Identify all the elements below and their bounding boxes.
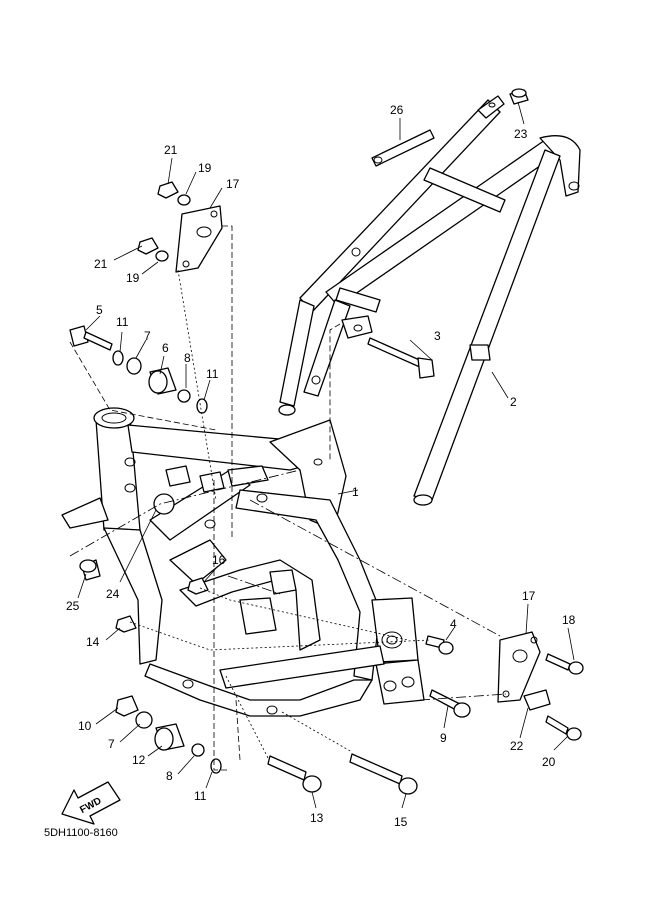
rubber-plug-part	[509, 88, 529, 105]
rear-engine-bracket	[497, 631, 584, 741]
callout-21a: 21	[164, 143, 178, 157]
callout-8b: 8	[166, 769, 173, 783]
callout-17a: 17	[226, 177, 240, 191]
callout-labels: 1 2 3 4 5 6 7 7 8 8 9 10 11 11 11 12 13 …	[66, 103, 576, 829]
callout-11a: 11	[116, 315, 129, 329]
nut-washer-set-upper	[137, 181, 191, 262]
callout-4: 4	[450, 617, 457, 631]
callout-25: 25	[66, 599, 80, 613]
callout-7b: 7	[108, 737, 115, 751]
main-frame	[61, 407, 425, 717]
callout-19b: 19	[126, 271, 140, 285]
assembly-lines	[69, 225, 507, 771]
callout-7a: 7	[144, 329, 151, 343]
seat-strap-part	[371, 129, 435, 167]
callout-20: 20	[542, 755, 556, 769]
callout-22: 22	[510, 739, 524, 753]
callout-9: 9	[440, 731, 447, 745]
callout-2: 2	[510, 395, 517, 409]
callout-11c: 11	[194, 789, 207, 803]
lower-mount-hardware	[115, 337, 471, 795]
callout-23: 23	[514, 127, 528, 141]
callout-6: 6	[162, 341, 169, 355]
callout-8a: 8	[184, 351, 191, 365]
callout-26: 26	[390, 103, 404, 117]
callout-11b: 11	[206, 367, 219, 381]
diagram-code: 5DH1100-8160	[44, 827, 118, 839]
callout-5: 5	[96, 303, 103, 317]
callout-12: 12	[132, 753, 146, 767]
callout-21b: 21	[94, 257, 108, 271]
upper-engine-bracket	[175, 205, 223, 273]
fwd-arrow-icon: FWD	[61, 781, 121, 825]
callout-10: 10	[78, 719, 92, 733]
rear-subframe	[278, 95, 581, 506]
callout-1: 1	[352, 485, 359, 499]
callout-13: 13	[310, 811, 324, 825]
callout-3: 3	[434, 329, 441, 343]
callout-24: 24	[106, 587, 120, 601]
front-mount-hardware	[69, 325, 209, 633]
callout-14: 14	[86, 635, 100, 649]
leader-lines	[77, 101, 575, 809]
callout-15: 15	[394, 815, 408, 829]
callout-19a: 19	[198, 161, 212, 175]
callout-18: 18	[562, 613, 576, 627]
callout-16: 16	[212, 553, 226, 567]
callout-17b: 17	[522, 589, 536, 603]
